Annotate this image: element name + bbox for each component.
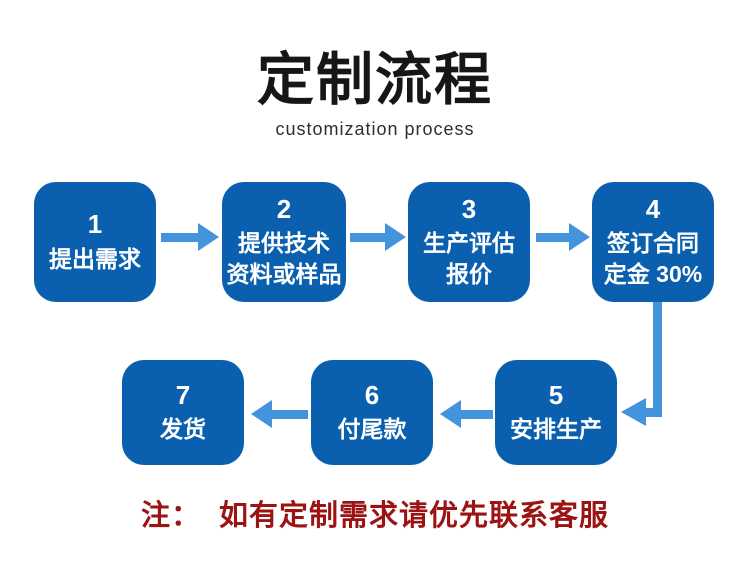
arrow-shaft	[350, 232, 385, 242]
arrow-head	[440, 400, 461, 428]
customization-note: 注： 如有定制需求请优先联系客服	[140, 500, 610, 532]
arrow-shaft	[461, 409, 493, 419]
arrow-left-icon	[621, 398, 646, 426]
arrow-right-icon	[350, 223, 406, 251]
arrow-head	[198, 223, 219, 251]
step-box-4: 4 签订合同 定金 30%	[592, 182, 714, 302]
step-label: 安排生产	[510, 416, 602, 443]
step-label: 生产评估 报价	[423, 230, 515, 288]
arrow-shaft	[161, 232, 198, 242]
step-number: 4	[645, 193, 661, 224]
step-box-2: 2 提供技术 资料或样品	[222, 182, 346, 302]
step-number: 7	[175, 379, 191, 410]
page-subtitle: customization process	[275, 119, 475, 139]
arrow-left-icon	[251, 400, 308, 428]
step-number: 6	[364, 379, 380, 410]
step-label: 发货	[160, 416, 206, 443]
arrow-shaft	[272, 409, 308, 419]
step-number: 2	[276, 193, 292, 224]
arrow-head	[251, 400, 272, 428]
step-box-7: 7 发货	[122, 360, 244, 465]
step-number: 5	[548, 379, 564, 410]
step-label: 提出需求	[49, 245, 141, 272]
step-number: 3	[461, 193, 477, 224]
arrow-right-icon	[161, 223, 219, 251]
step-label: 提供技术 资料或样品	[226, 230, 342, 288]
step-box-6: 6 付尾款	[311, 360, 433, 465]
arrow-head	[569, 223, 590, 251]
step-box-1: 1 提出需求	[34, 182, 156, 302]
elbow-arrow-horizontal	[645, 408, 662, 417]
step-label: 付尾款	[337, 416, 407, 443]
step-box-3: 3 生产评估 报价	[408, 182, 530, 302]
elbow-arrow-vertical	[653, 302, 662, 417]
arrow-shaft	[536, 232, 569, 242]
step-box-5: 5 安排生产	[495, 360, 617, 465]
arrow-right-icon	[536, 223, 590, 251]
step-label: 签订合同 定金 30%	[603, 230, 703, 288]
page-title: 定制流程	[257, 48, 493, 112]
step-number: 1	[87, 209, 103, 240]
arrow-head	[385, 223, 406, 251]
arrow-left-icon	[440, 400, 493, 428]
